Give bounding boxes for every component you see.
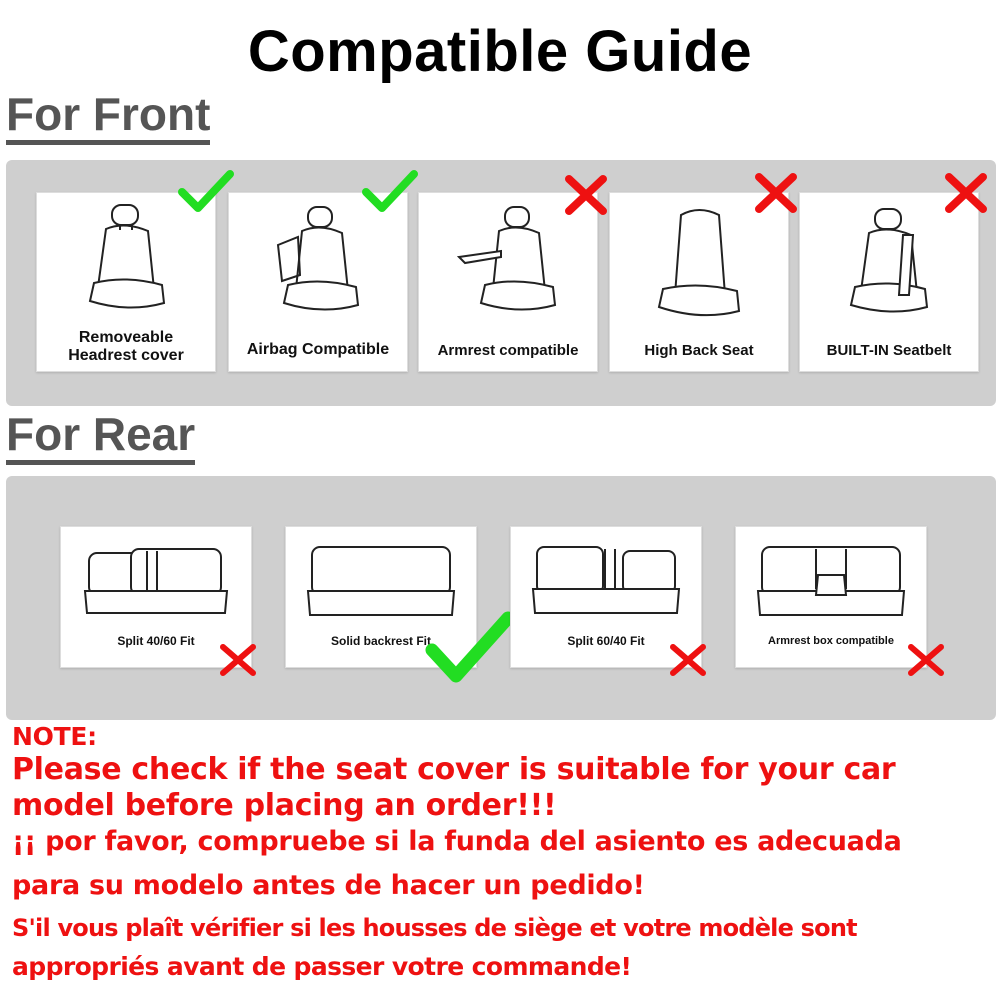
check-icon: [362, 170, 418, 212]
cross-icon: [908, 644, 944, 676]
note-line-french-2: appropriés avant de passer votre command…: [12, 952, 632, 981]
front-card-headrest: Removeable Headrest cover: [36, 192, 216, 372]
cross-icon: [220, 644, 256, 676]
check-icon: [425, 611, 514, 683]
front-card-label-airbag: Airbag Compatible: [246, 341, 390, 358]
rear-card-armrest-box: Armrest box compatible: [735, 526, 927, 668]
rear-card-label-armrest-box: Armrest box compatible: [768, 635, 894, 647]
cross-icon: [755, 173, 797, 213]
split-40-60-bench-icon: [83, 548, 229, 614]
front-card-airbag: Airbag Compatible: [228, 192, 408, 372]
rear-section-heading: For Rear: [6, 410, 196, 466]
front-card-high-back: High Back Seat: [609, 192, 789, 372]
note-line-spanish-2: para su modelo antes de hacer un pedido!: [12, 870, 645, 901]
rear-card-label-split-40-60: Split 40/60 Fit: [117, 634, 195, 648]
rear-card-split-60-40: Split 60/40 Fit: [510, 526, 702, 668]
rear-card-label-split-60-40: Split 60/40 Fit: [567, 634, 645, 648]
cross-icon: [670, 644, 706, 676]
front-card-armrest: Armrest compatible: [418, 192, 598, 372]
front-seat-seatbelt-icon: [849, 208, 929, 313]
front-card-seatbelt: BUILT-IN Seatbelt: [799, 192, 979, 372]
note-line-french-1: S'il vous plaît vérifier si les housses …: [12, 914, 858, 942]
note-line-english-2: model before placing an order!!!: [12, 788, 557, 823]
front-seat-headrest-icon: [88, 204, 166, 309]
check-icon: [178, 170, 234, 212]
note-line-english-1: Please check if the seat cover is suitab…: [12, 752, 896, 787]
rear-card-solid-backrest: Solid backrest Fit: [285, 526, 477, 668]
front-compatibility-panel: Removeable Headrest cover Airbag Compati…: [6, 160, 996, 406]
front-seat-armrest-icon: [456, 206, 557, 311]
cross-icon: [945, 173, 987, 213]
page-title: Compatible Guide: [247, 19, 753, 84]
solid-bench-icon: [306, 546, 456, 616]
front-card-label-seatbelt: BUILT-IN Seatbelt: [826, 342, 952, 359]
rear-card-label-solid-backrest: Solid backrest Fit: [330, 634, 432, 648]
front-seat-airbag-icon: [276, 206, 360, 311]
high-back-seat-icon: [657, 209, 741, 317]
armrest-box-bench-icon: [756, 546, 906, 616]
note-heading: NOTE:: [12, 722, 97, 751]
split-60-40-bench-icon: [531, 546, 681, 614]
front-card-label-high-back: High Back Seat: [644, 342, 754, 359]
front-card-label-headrest: Removeable Headrest cover: [68, 329, 184, 364]
front-section-heading: For Front: [6, 90, 211, 146]
rear-card-split-40-60: Split 40/60 Fit: [60, 526, 252, 668]
cross-icon: [565, 175, 607, 215]
front-card-label-armrest: Armrest compatible: [437, 342, 579, 359]
note-line-spanish-1: ¡¡ por favor, compruebe si la funda del …: [12, 826, 902, 857]
rear-compatibility-panel: Split 40/60 Fit Solid backrest Fit Split…: [6, 476, 996, 720]
